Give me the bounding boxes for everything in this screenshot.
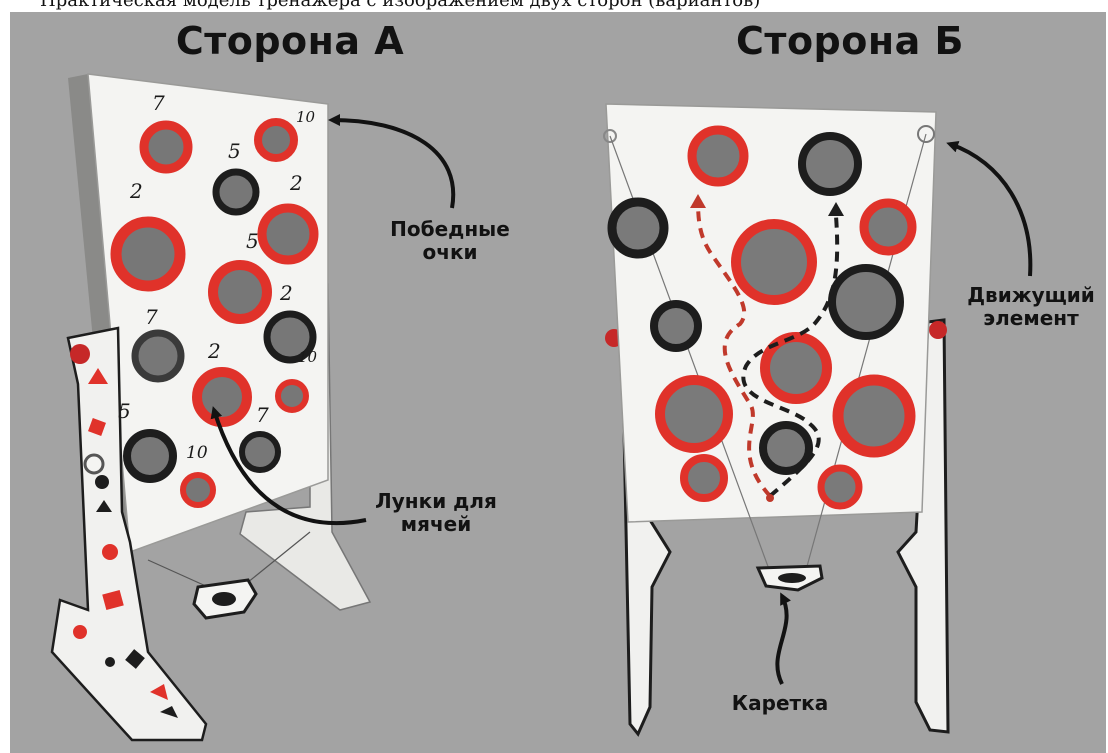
hole-number: 5 [118, 399, 131, 423]
hole-number: 7 [152, 91, 165, 115]
hole-number: 2 [129, 179, 143, 203]
side-a-trainer: 7 10 5 2 2 5 2 7 2 10 5 7 10 [52, 74, 453, 740]
hole-number: 5 [228, 139, 241, 163]
side-b-right-knob [929, 321, 947, 339]
side-a-carriage [194, 580, 256, 618]
hole-number: 7 [145, 305, 158, 329]
moving-element-arrow [950, 144, 1030, 276]
hole-number: 5 [246, 229, 259, 253]
carriage-label: Каретка [710, 692, 850, 715]
trainer-illustration: 7 10 5 2 2 5 2 7 2 10 5 7 10 [10, 12, 1106, 753]
side-b-title: Сторона Б [720, 20, 980, 64]
moving-element-label-text: Движущий элемент [967, 283, 1095, 330]
top-caption-text: Практическая модель тренажера с изображе… [40, 0, 760, 11]
victory-points-arrow [332, 120, 453, 208]
hole-number: 7 [256, 403, 269, 427]
side-a-title: Сторона А [160, 20, 420, 64]
moving-element-label: Движущий элемент [956, 284, 1106, 330]
side-a-knob [70, 344, 90, 364]
ball-holes-label-text: Лунки для мячей [375, 489, 497, 536]
hole-number: 2 [207, 339, 221, 363]
photo-area: 7 10 5 2 2 5 2 7 2 10 5 7 10 [10, 12, 1106, 753]
side-a-pulley [85, 455, 103, 473]
hole-number: 2 [279, 281, 293, 305]
side-b-trainer [604, 104, 1030, 734]
hole-number: 10 [298, 348, 318, 366]
hole-number: 2 [289, 171, 303, 195]
carriage-arrow [777, 596, 786, 684]
top-caption: Практическая модель тренажера с изображе… [0, 0, 1108, 12]
victory-points-label-text: Победные очки [390, 217, 510, 264]
victory-points-label: Победные очки [370, 218, 530, 264]
ball-holes-label: Лунки для мячей [366, 490, 506, 536]
hole-number: 10 [186, 443, 208, 463]
side-b-carriage [758, 566, 822, 590]
hole-number: 10 [296, 108, 316, 126]
